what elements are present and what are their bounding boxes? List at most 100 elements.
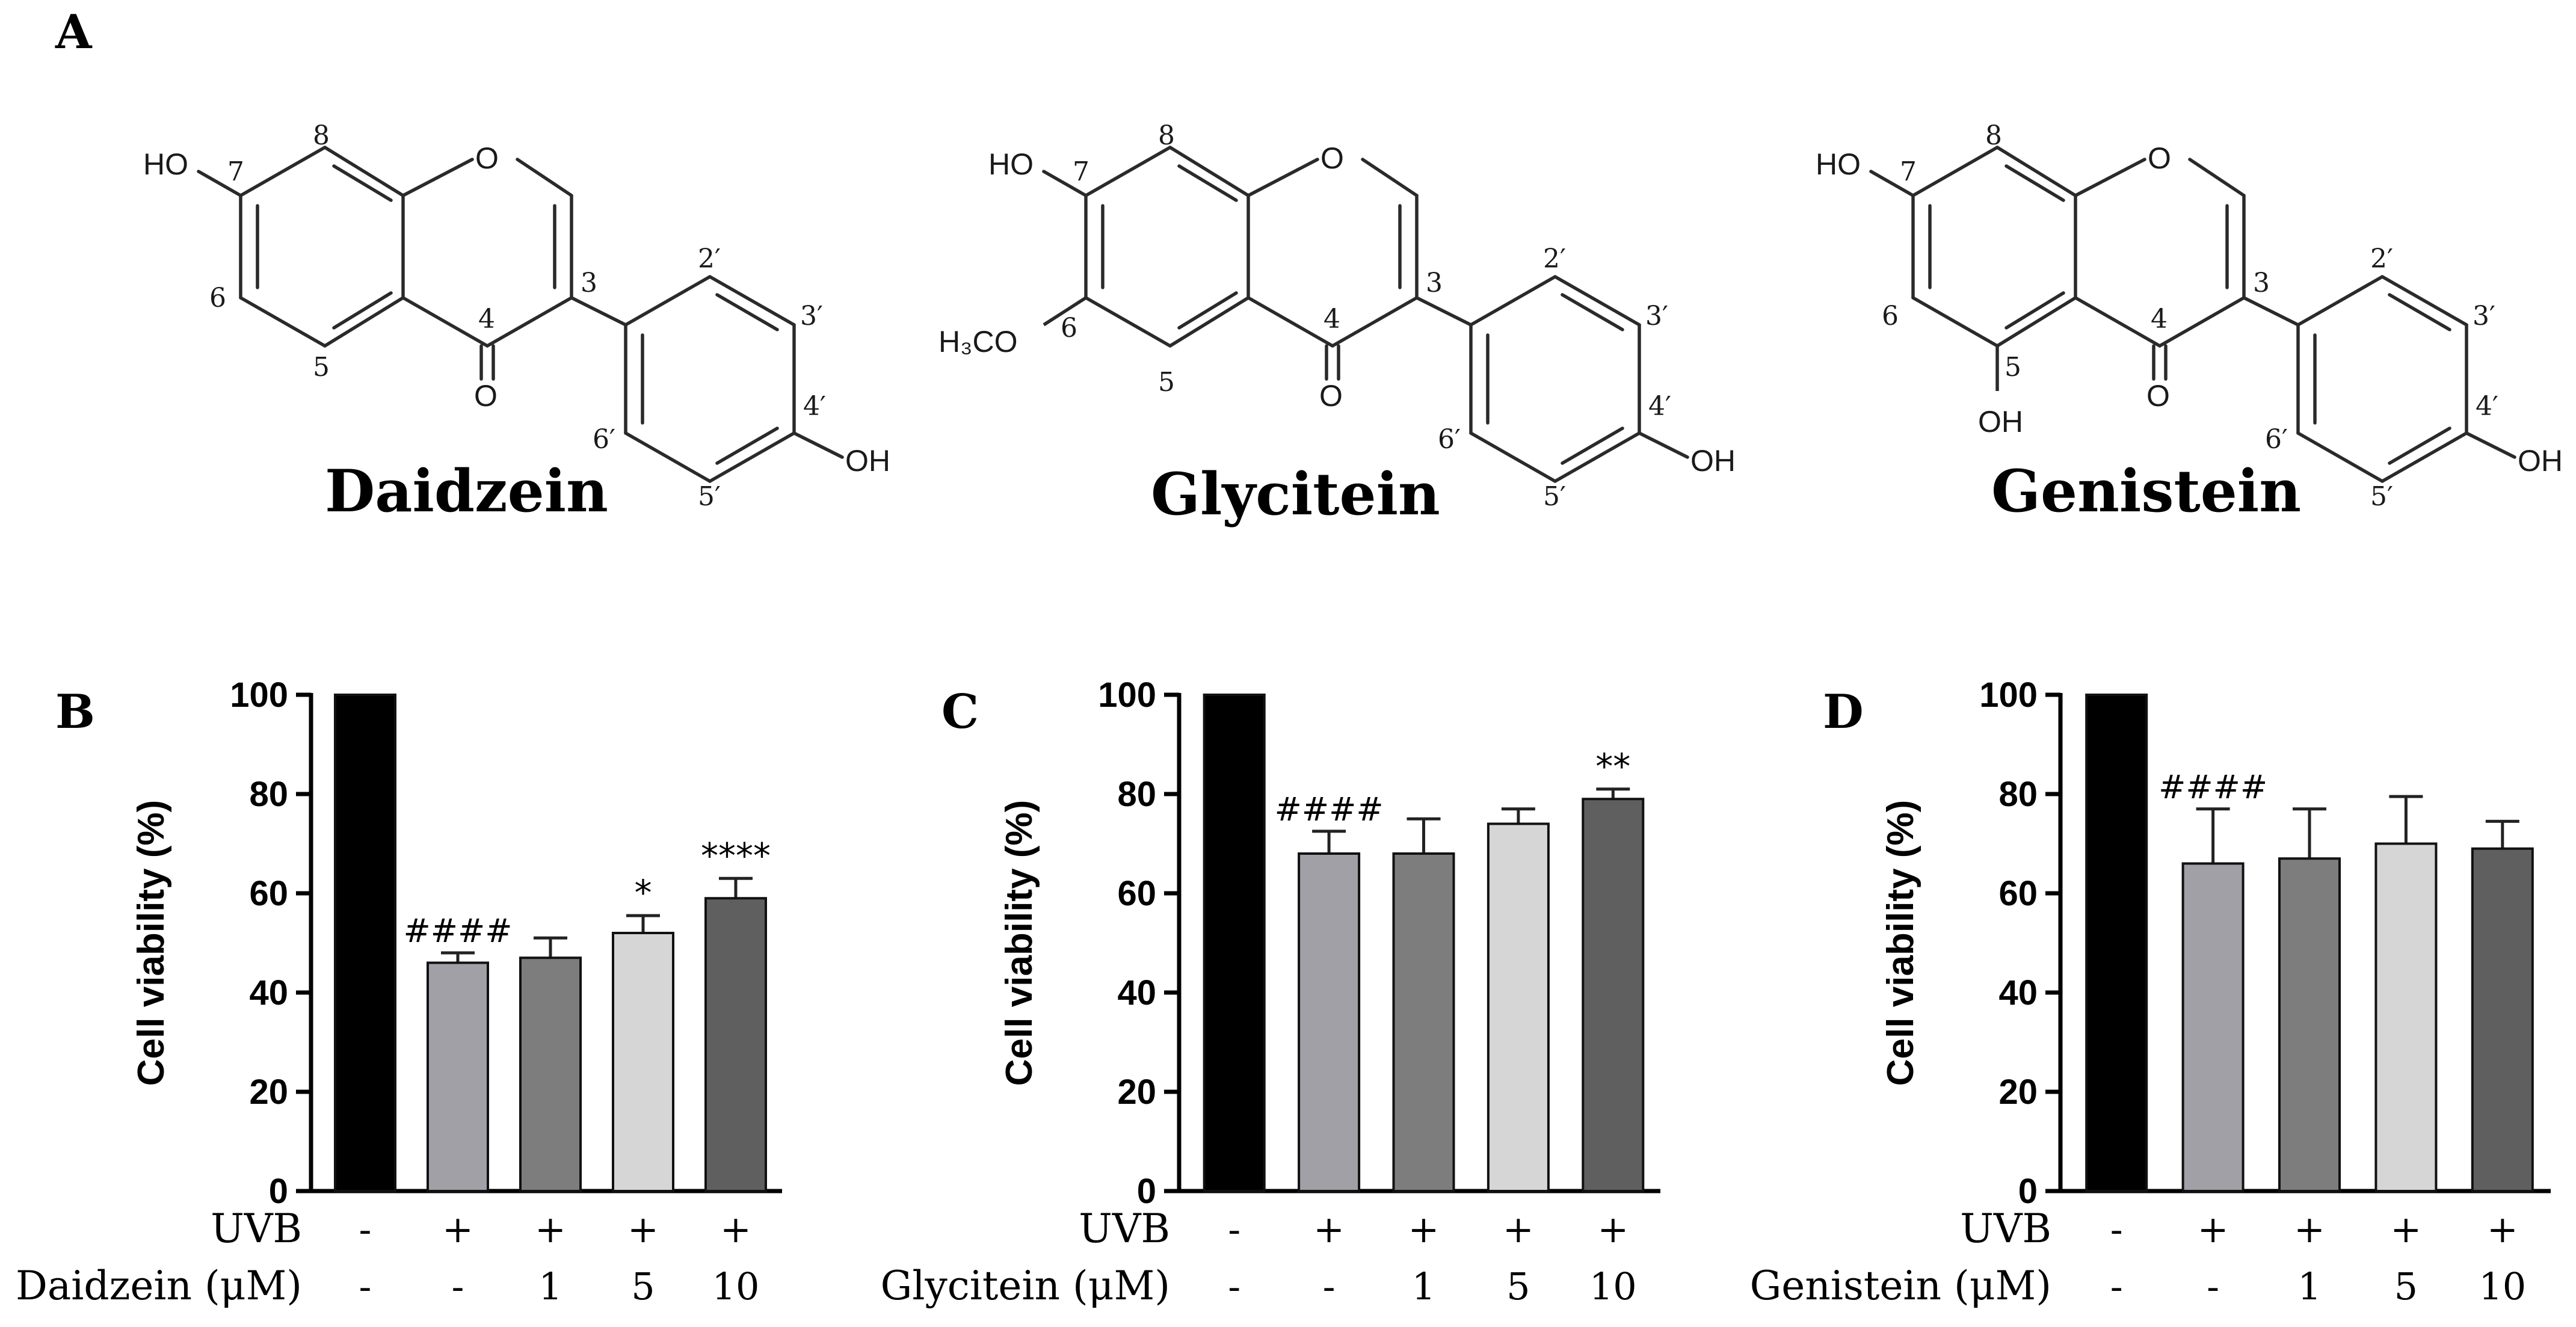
uvb-row-value: + bbox=[2198, 1207, 2229, 1251]
uvb-row-value: + bbox=[1408, 1207, 1440, 1251]
y-tick-label: 80 bbox=[249, 775, 288, 814]
atom-label-5p: 5′ bbox=[2370, 481, 2393, 512]
y-axis-label: Cell viability (%) bbox=[131, 800, 172, 1086]
uvb-row-value: + bbox=[535, 1207, 566, 1251]
atom-label-3p: 3′ bbox=[2473, 301, 2495, 331]
atom-label-5p: 5′ bbox=[698, 481, 721, 512]
hydroxyl-4p: OH bbox=[1690, 444, 1736, 478]
bar bbox=[1203, 694, 1266, 1192]
atom-label-5: 5 bbox=[1158, 367, 1175, 398]
panel-letter: D bbox=[1823, 685, 1864, 739]
dose-row-value: 1 bbox=[538, 1264, 562, 1308]
uvb-row-value: + bbox=[2294, 1207, 2325, 1251]
uvb-row-value: - bbox=[2110, 1207, 2123, 1251]
atom-label-6: 6 bbox=[1882, 301, 1899, 331]
dose-row-value: - bbox=[2207, 1264, 2219, 1308]
uvb-row-value: + bbox=[1597, 1207, 1628, 1251]
y-axis-label: Cell viability (%) bbox=[999, 800, 1040, 1086]
atom-label-5: 5 bbox=[2004, 352, 2021, 383]
y-tick-label: 40 bbox=[1117, 973, 1156, 1012]
significance-label: **** bbox=[701, 835, 771, 876]
atom-label-4p: 4′ bbox=[803, 391, 826, 422]
bar bbox=[2085, 694, 2148, 1192]
atom-label-3p: 3′ bbox=[800, 301, 823, 331]
panel-letter: C bbox=[941, 685, 979, 739]
y-tick-label: 20 bbox=[249, 1073, 288, 1112]
y-axis-label: Cell viability (%) bbox=[1880, 800, 1921, 1086]
bar bbox=[2374, 842, 2438, 1192]
atom-label-2p: 2′ bbox=[2370, 244, 2393, 274]
uvb-row-value: + bbox=[2487, 1207, 2518, 1251]
dose-row-value: 5 bbox=[631, 1264, 655, 1308]
atom-label-8: 8 bbox=[1985, 120, 2002, 151]
bar bbox=[519, 956, 582, 1192]
panel-letter: B bbox=[55, 685, 95, 739]
panel-letter-a: A bbox=[55, 5, 93, 60]
atom-label-4p: 4′ bbox=[2476, 391, 2498, 422]
significance-label: #### bbox=[404, 912, 513, 950]
atom-label-7: 7 bbox=[227, 156, 244, 187]
y-tick-label: 40 bbox=[249, 973, 288, 1012]
dose-row-value: - bbox=[359, 1264, 372, 1308]
significance-label: #### bbox=[1275, 790, 1384, 828]
dose-row-value: - bbox=[1323, 1264, 1336, 1308]
dose-row-value: - bbox=[2110, 1264, 2123, 1308]
atom-label-8: 8 bbox=[1158, 120, 1175, 151]
bar bbox=[2181, 862, 2245, 1192]
carbonyl-oxygen: O bbox=[474, 379, 498, 413]
y-tick-label: 80 bbox=[1998, 775, 2038, 814]
atom-label-4: 4 bbox=[2151, 304, 2168, 334]
row-label-uvb: UVB bbox=[211, 1205, 302, 1252]
atom-label-2p: 2′ bbox=[1543, 244, 1566, 274]
bar bbox=[1582, 798, 1645, 1192]
dose-row-value: - bbox=[452, 1264, 464, 1308]
dose-row-value: - bbox=[1228, 1264, 1240, 1308]
uvb-row-value: - bbox=[359, 1207, 372, 1251]
atom-label-3: 3 bbox=[1426, 268, 1443, 298]
bar bbox=[1487, 822, 1550, 1192]
uvb-row-value: + bbox=[1313, 1207, 1345, 1251]
ring-oxygen: O bbox=[1320, 141, 1344, 175]
ring-oxygen: O bbox=[475, 141, 499, 175]
uvb-row-value: + bbox=[1503, 1207, 1534, 1251]
significance-label: * bbox=[635, 872, 652, 913]
uvb-row-value: + bbox=[627, 1207, 659, 1251]
y-tick-label: 60 bbox=[249, 874, 288, 913]
compound-name: Daidzein bbox=[325, 457, 608, 525]
y-tick-label: 0 bbox=[1137, 1172, 1156, 1211]
atom-label-3: 3 bbox=[2253, 268, 2270, 298]
y-tick-label: 20 bbox=[1998, 1073, 2038, 1112]
uvb-row-value: - bbox=[1228, 1207, 1240, 1251]
dose-row-value: 10 bbox=[712, 1264, 760, 1308]
y-tick-label: 60 bbox=[1998, 874, 2038, 913]
row-label-dose: Glycitein (μM) bbox=[881, 1263, 1170, 1309]
atom-label-6: 6 bbox=[1061, 313, 1077, 343]
row-label-uvb: UVB bbox=[1079, 1205, 1170, 1252]
hydroxyl-7: HO bbox=[143, 147, 188, 181]
atom-label-4p: 4′ bbox=[1648, 391, 1671, 422]
dose-row-value: 5 bbox=[2394, 1264, 2418, 1308]
atom-label-7: 7 bbox=[1900, 156, 1917, 187]
y-tick-label: 40 bbox=[1998, 973, 2038, 1012]
compound-name: Genistein bbox=[1991, 457, 2301, 525]
bar bbox=[612, 932, 674, 1192]
hydroxyl-4p: OH bbox=[2518, 444, 2563, 478]
significance-label: ** bbox=[1595, 746, 1630, 787]
carbonyl-oxygen: O bbox=[1319, 379, 1343, 413]
hydroxyl-4p: OH bbox=[845, 444, 890, 478]
atom-label-6: 6 bbox=[209, 283, 226, 313]
structure-glycitein: 8 7 6 5 4 3 2′ 3′ 4′ 5′ 6′ O HO O OH H₃C… bbox=[938, 120, 1736, 528]
bar bbox=[334, 694, 396, 1192]
atom-label-2p: 2′ bbox=[698, 244, 721, 274]
atom-label-5p: 5′ bbox=[1543, 481, 1566, 512]
significance-label: #### bbox=[2158, 768, 2267, 806]
uvb-row-value: + bbox=[442, 1207, 473, 1251]
y-tick-label: 100 bbox=[1098, 676, 1156, 715]
y-tick-label: 100 bbox=[230, 676, 288, 715]
row-label-dose: Daidzein (μM) bbox=[16, 1263, 302, 1309]
row-label-dose: Genistein (μM) bbox=[1750, 1263, 2051, 1309]
atom-label-3: 3 bbox=[581, 268, 597, 298]
carbonyl-oxygen: O bbox=[2146, 379, 2170, 413]
bar bbox=[704, 897, 767, 1192]
